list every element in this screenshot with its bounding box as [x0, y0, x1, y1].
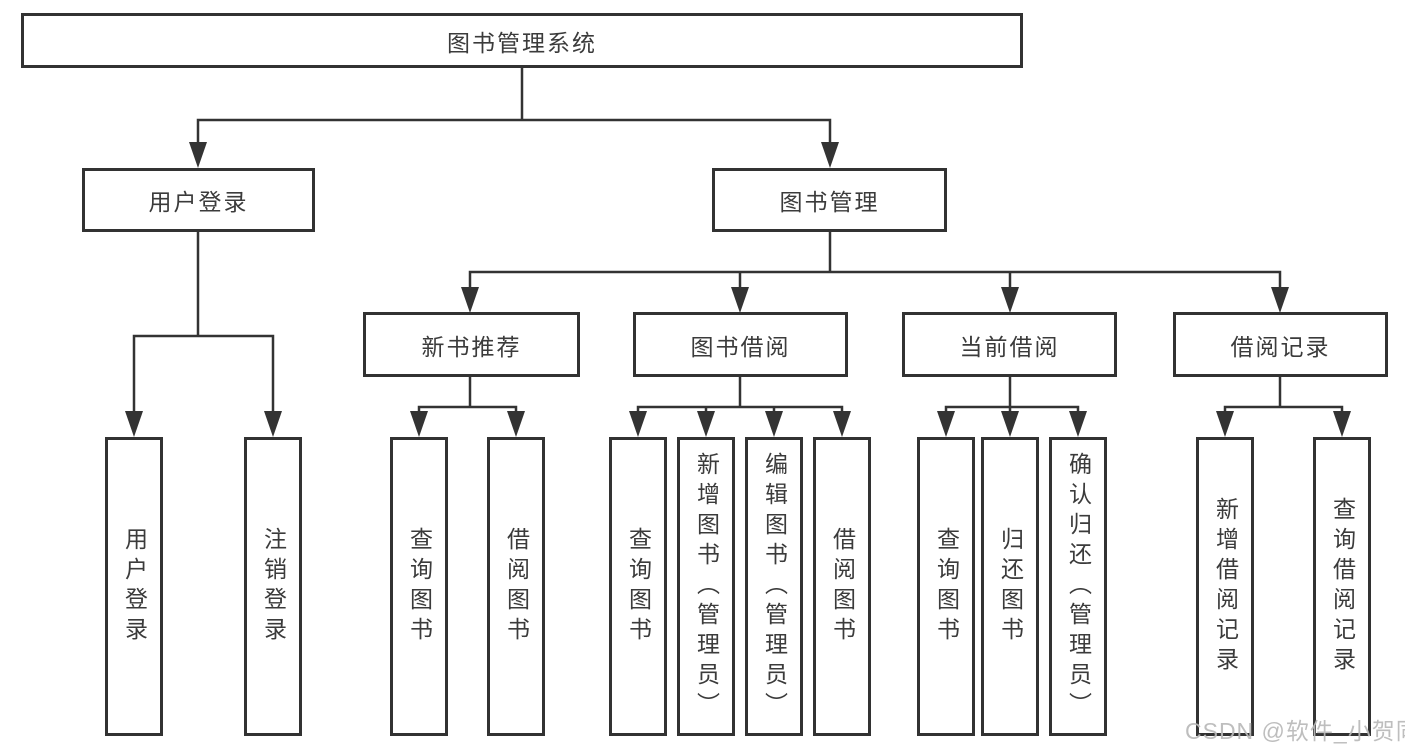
- arrowhead: [1216, 411, 1234, 437]
- connector-borrow-records: [1223, 375, 1344, 415]
- leaf-label: 查询图书: [406, 526, 433, 647]
- node-system-root: 图书管理系统: [21, 13, 1023, 68]
- leaf-confirm-return-admin: 确认归还（管理员）: [1049, 437, 1107, 736]
- csdn-watermark: CSDN @软件_小贺同学: [1185, 718, 1405, 744]
- node-new-book-recommend: 新书推荐: [363, 312, 580, 377]
- arrowhead: [507, 411, 525, 437]
- leaf-query-book: 查询图书: [917, 437, 975, 736]
- leaf-user-login: 用户登录: [105, 437, 163, 736]
- leaf-query-borrow-record: 查询借阅记录: [1313, 437, 1371, 736]
- leaf-query-book: 查询图书: [390, 437, 448, 736]
- leaf-add-borrow-record: 新增借阅记录: [1196, 437, 1254, 736]
- leaf-label: 新增借阅记录: [1212, 496, 1239, 677]
- arrowhead: [765, 411, 783, 437]
- arrowhead: [937, 411, 955, 437]
- leaf-return-book: 归还图书: [981, 437, 1039, 736]
- leaf-label: 查询图书: [625, 526, 652, 647]
- leaf-label: 编辑图书（管理员）: [761, 451, 788, 722]
- leaf-add-book-admin: 新增图书（管理员）: [677, 437, 735, 736]
- arrowhead: [1271, 287, 1289, 313]
- leaf-label: 查询借阅记录: [1329, 496, 1356, 677]
- leaf-label: 确认归还（管理员）: [1065, 451, 1092, 722]
- node-book-borrow: 图书借阅: [633, 312, 848, 377]
- arrowheads: [125, 142, 1351, 437]
- arrowhead: [189, 142, 207, 168]
- arrowhead: [1001, 287, 1019, 313]
- arrowhead: [461, 287, 479, 313]
- arrowhead: [629, 411, 647, 437]
- node-current-borrow: 当前借阅: [902, 312, 1117, 377]
- connector-lines: [132, 66, 1344, 415]
- arrowhead: [1001, 411, 1019, 437]
- connector-root: [196, 66, 832, 146]
- leaf-label: 借阅图书: [503, 526, 530, 647]
- leaf-label: 查询图书: [933, 526, 960, 647]
- leaf-query-book: 查询图书: [609, 437, 667, 736]
- leaf-borrow-book: 借阅图书: [813, 437, 871, 736]
- arrowhead: [1069, 411, 1087, 437]
- arrowhead: [264, 411, 282, 437]
- connector-new-book: [417, 375, 518, 415]
- leaf-label: 用户登录: [121, 526, 148, 647]
- connector-book-borrow: [636, 375, 844, 415]
- arrowhead: [697, 411, 715, 437]
- leaf-borrow-book: 借阅图书: [487, 437, 545, 736]
- node-borrow-records: 借阅记录: [1173, 312, 1388, 377]
- arrowhead: [833, 411, 851, 437]
- arrowhead: [731, 287, 749, 313]
- leaf-edit-book-admin: 编辑图书（管理员）: [745, 437, 803, 736]
- arrowhead: [821, 142, 839, 168]
- arrowhead: [125, 411, 143, 437]
- connector-current-borrow: [944, 375, 1080, 415]
- arrowhead: [410, 411, 428, 437]
- leaf-label: 归还图书: [997, 526, 1024, 647]
- leaf-label: 新增图书（管理员）: [693, 451, 720, 722]
- connector-user-login: [132, 230, 275, 415]
- node-user-login: 用户登录: [82, 168, 315, 232]
- leaf-logout: 注销登录: [244, 437, 302, 736]
- node-book-management: 图书管理: [712, 168, 947, 232]
- leaf-label: 注销登录: [260, 526, 287, 647]
- arrowhead: [1333, 411, 1351, 437]
- connector-book-management: [468, 230, 1282, 291]
- leaf-label: 借阅图书: [829, 526, 856, 647]
